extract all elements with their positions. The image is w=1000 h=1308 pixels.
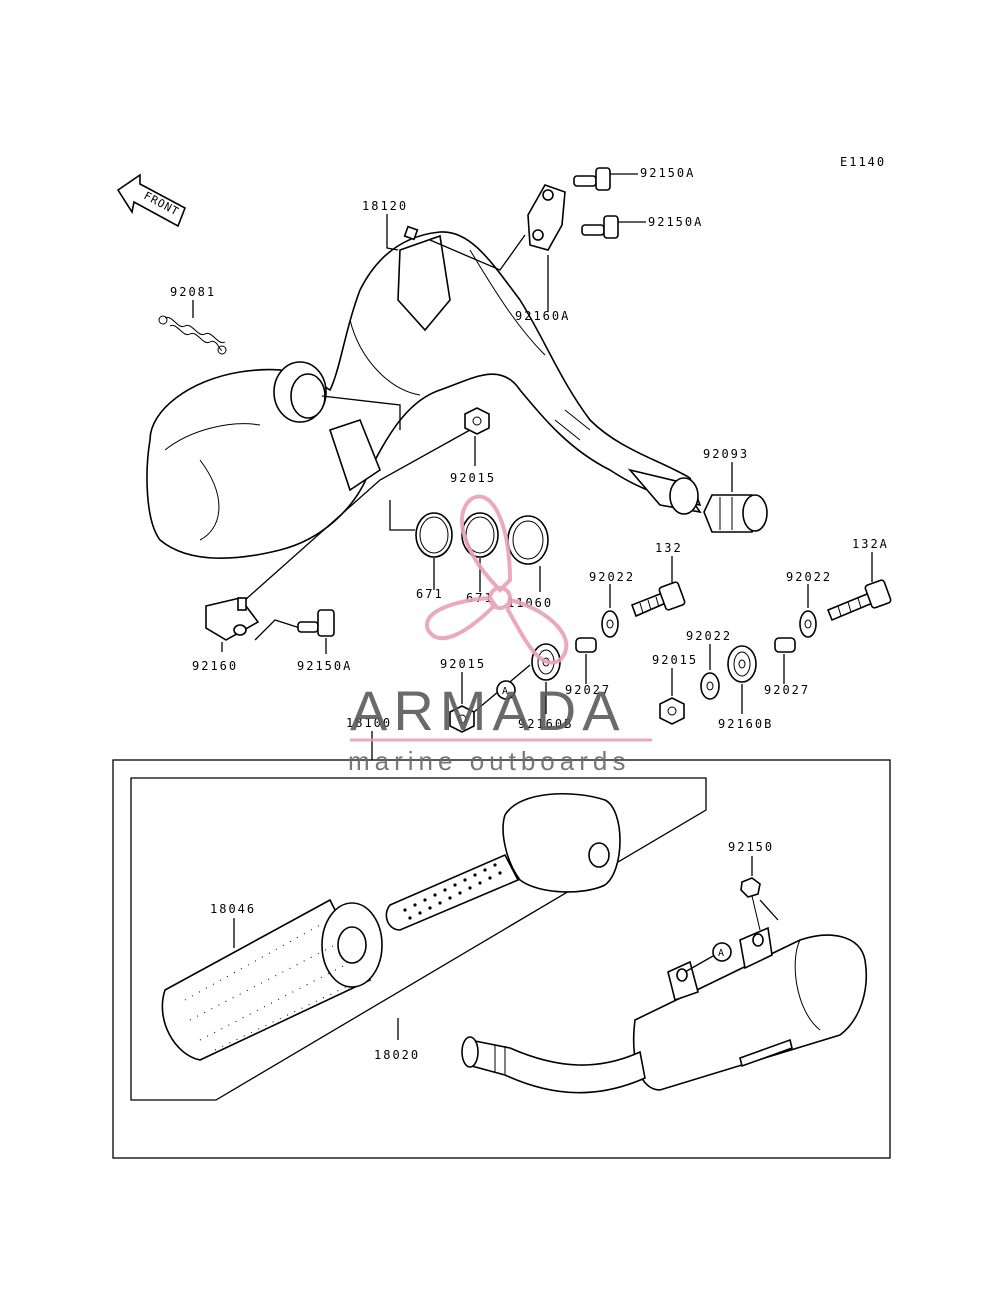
washer-92022-2 <box>700 672 720 700</box>
nut-92015-right <box>659 697 685 725</box>
label-132A: 132A <box>852 537 889 551</box>
diagram-code: E1140 <box>840 155 886 169</box>
label-92160A: 92160A <box>515 309 570 323</box>
muffler-insert-frame <box>130 777 707 1101</box>
bracket-92160 <box>205 597 260 641</box>
label-92160B-1: 92160B <box>518 717 573 731</box>
muffler-inlet-pipe <box>461 1036 646 1094</box>
silencer-end-cap <box>502 792 621 893</box>
nut-92015-mid <box>449 705 475 733</box>
label-671-1: 671 <box>416 587 444 601</box>
callout-a-bottom: A <box>712 942 732 962</box>
label-92093: 92093 <box>703 447 749 461</box>
label-92015-top: 92015 <box>450 471 496 485</box>
bolt-92150A-1 <box>573 167 611 191</box>
label-92150A-1: 92150A <box>640 166 695 180</box>
label-92150A-3: 92150A <box>297 659 352 673</box>
svg-text:A: A <box>502 686 508 697</box>
watermark-brand: ARMADA <box>350 679 626 742</box>
label-92015-right: 92015 <box>652 653 698 667</box>
washer-92022-3 <box>799 610 817 638</box>
label-18120: 18120 <box>362 199 408 213</box>
bolt-92150 <box>740 877 761 931</box>
label-92160: 92160 <box>192 659 238 673</box>
grommet-92093 <box>703 494 768 533</box>
label-18046: 18046 <box>210 902 256 916</box>
silencer-packing-18046 <box>161 898 383 1061</box>
label-18020: 18020 <box>374 1048 420 1062</box>
label-11060: 11060 <box>507 596 553 610</box>
gasket-11060 <box>507 515 549 565</box>
washer-92022-1 <box>601 610 619 638</box>
label-92015-mid: 92015 <box>440 657 486 671</box>
propeller-icon <box>425 494 569 665</box>
svg-text:A: A <box>718 948 724 959</box>
label-92022-1: 92022 <box>589 570 635 584</box>
label-92150A-2: 92150A <box>648 215 703 229</box>
exhaust-chamber <box>146 225 702 559</box>
label-92027-1: 92027 <box>565 683 611 697</box>
nut-92015-top <box>464 407 490 435</box>
label-92027-2: 92027 <box>764 683 810 697</box>
bolt-132A <box>826 579 892 622</box>
label-92022-2: 92022 <box>686 629 732 643</box>
label-18100: 18100 <box>346 716 392 730</box>
label-92022-3: 92022 <box>786 570 832 584</box>
perforated-tube <box>385 853 520 931</box>
armada-watermark: ARMADA marine outboards <box>348 494 652 776</box>
collar-92027-1 <box>575 637 597 653</box>
bolt-132 <box>630 581 686 618</box>
muffler-assembly-frame <box>112 759 891 1159</box>
bolt-92150A-2 <box>581 215 619 239</box>
o-ring-671-1 <box>415 512 453 558</box>
spring-92081 <box>158 315 227 355</box>
grommet-92160B-2 <box>727 645 757 683</box>
o-ring-671-2 <box>461 512 499 558</box>
front-arrow-icon: FRONT <box>116 173 187 228</box>
muffler-body <box>632 926 868 1091</box>
callout-a-top: A <box>496 680 516 700</box>
watermark-tagline: marine outboards <box>348 746 630 776</box>
bolt-92150A-3 <box>297 609 335 637</box>
label-92081: 92081 <box>170 285 216 299</box>
label-92160B-2: 92160B <box>718 717 773 731</box>
collar-92027-2 <box>774 637 796 653</box>
label-92150: 92150 <box>728 840 774 854</box>
bracket-92160A <box>527 184 566 251</box>
label-132: 132 <box>655 541 683 555</box>
